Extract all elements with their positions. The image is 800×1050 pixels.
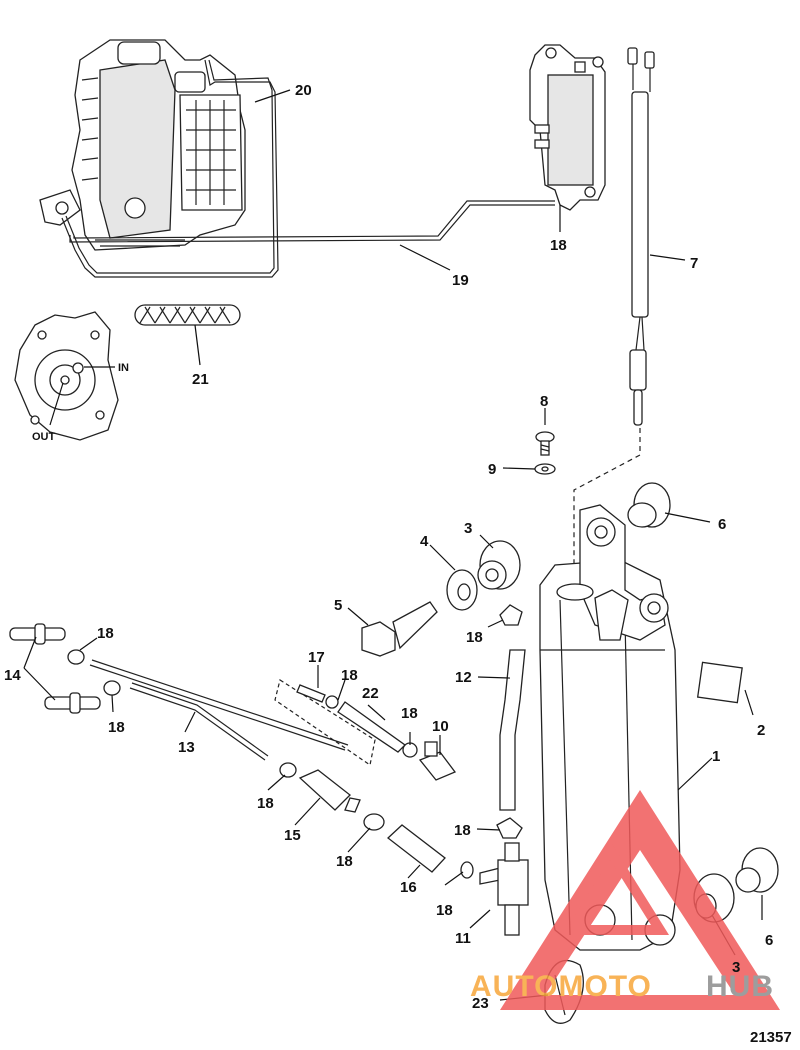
callout-9: 9 bbox=[488, 461, 496, 478]
callout-5: 5 bbox=[334, 597, 342, 614]
hose-21 bbox=[134, 304, 241, 326]
callout-3-bottom: 3 bbox=[732, 959, 740, 976]
bushing-3-top bbox=[477, 540, 521, 590]
callout-18-hose16: 18 bbox=[336, 853, 353, 870]
hose-12 bbox=[499, 649, 526, 811]
callout-2: 2 bbox=[757, 722, 765, 739]
callout-13: 13 bbox=[178, 739, 195, 756]
pump-in-label: IN bbox=[118, 362, 129, 374]
optional-group-outline bbox=[274, 679, 376, 767]
callout-14: 14 bbox=[4, 667, 21, 684]
watermark: AUTOMOTO HUB bbox=[470, 790, 780, 1010]
fitting-14-lower bbox=[44, 692, 101, 714]
pump-out-label: OUT bbox=[32, 431, 56, 443]
callout-17: 17 bbox=[308, 649, 325, 666]
tube-20-inner bbox=[65, 59, 275, 274]
watermark-triangle bbox=[500, 790, 780, 1010]
callout-18-fitting15: 18 bbox=[257, 795, 274, 812]
callout-18-tee: 18 bbox=[436, 902, 453, 919]
callout-7: 7 bbox=[690, 255, 698, 272]
control-module bbox=[529, 44, 606, 211]
washer-9 bbox=[534, 463, 556, 475]
callout-10: 10 bbox=[432, 718, 449, 735]
callout-16: 16 bbox=[400, 879, 417, 896]
callout-18-fitting10: 18 bbox=[401, 705, 418, 722]
clamp-18-upper-right bbox=[499, 604, 523, 626]
fitting-15 bbox=[298, 769, 361, 813]
fitting-14-upper bbox=[9, 623, 66, 645]
hose-13 bbox=[89, 659, 349, 761]
tube-19 bbox=[69, 204, 555, 243]
clamp-18-lower-right bbox=[496, 817, 523, 839]
callout-8: 8 bbox=[540, 393, 548, 410]
callout-18-left-bottom: 18 bbox=[108, 719, 125, 736]
callout-20: 20 bbox=[295, 82, 312, 99]
sensor-probe-7 bbox=[573, 47, 655, 590]
clamp-18-left-lower bbox=[103, 680, 121, 696]
callout-18-left-top: 18 bbox=[97, 625, 114, 642]
callout-21: 21 bbox=[192, 371, 209, 388]
callout-12: 12 bbox=[455, 669, 472, 686]
clamp-18-fitting15 bbox=[279, 762, 297, 778]
clamp-18-left-upper bbox=[67, 649, 85, 665]
callout-18-tee-top: 18 bbox=[454, 822, 471, 839]
clamp-18-fitting17 bbox=[325, 695, 339, 709]
engine-assembly bbox=[39, 39, 246, 251]
fitting-17 bbox=[296, 684, 326, 703]
callout-18-group: 18 bbox=[341, 667, 358, 684]
callout-11: 11 bbox=[455, 930, 471, 947]
callout-6-bottom: 6 bbox=[765, 932, 773, 949]
bolt-5 bbox=[361, 601, 438, 657]
callout-4: 4 bbox=[420, 533, 429, 550]
callout-15: 15 bbox=[284, 827, 301, 844]
watermark-text-part2: HUB bbox=[706, 970, 774, 1003]
watermark-triangle-inner bbox=[550, 840, 670, 935]
tube-19-inner bbox=[73, 200, 555, 239]
hose-16 bbox=[386, 824, 446, 873]
callouts: 20 18 19 7 21 8 9 6 3 4 5 18 12 2 1 18 1… bbox=[4, 82, 792, 1046]
clamp-18-tee bbox=[460, 861, 474, 879]
screw-8 bbox=[535, 431, 555, 456]
watermark-text-part1: AUTOMOTO bbox=[470, 970, 652, 1003]
callout-23: 23 bbox=[472, 995, 489, 1012]
clamp-18-hose22 bbox=[402, 742, 418, 758]
pump-detail: IN OUT bbox=[14, 311, 129, 443]
clamp-18-hose16 bbox=[363, 813, 385, 831]
callout-22: 22 bbox=[362, 685, 379, 702]
fitting-10 bbox=[418, 741, 457, 781]
callout-1: 1 bbox=[712, 748, 720, 765]
tube-20 bbox=[61, 59, 279, 278]
callout-19: 19 bbox=[452, 272, 469, 289]
callout-18-clamp-top: 18 bbox=[466, 629, 483, 646]
bushing-6-top bbox=[627, 482, 671, 528]
callout-6-top: 6 bbox=[718, 516, 726, 533]
figure-number: 21357 bbox=[750, 1029, 792, 1046]
callout-18-module: 18 bbox=[550, 237, 567, 254]
tee-fitting-11 bbox=[479, 842, 529, 936]
washer-4 bbox=[446, 569, 478, 611]
bushing-6-bottom bbox=[735, 847, 779, 893]
decal-2 bbox=[696, 661, 743, 704]
callout-3-top: 3 bbox=[464, 520, 472, 537]
